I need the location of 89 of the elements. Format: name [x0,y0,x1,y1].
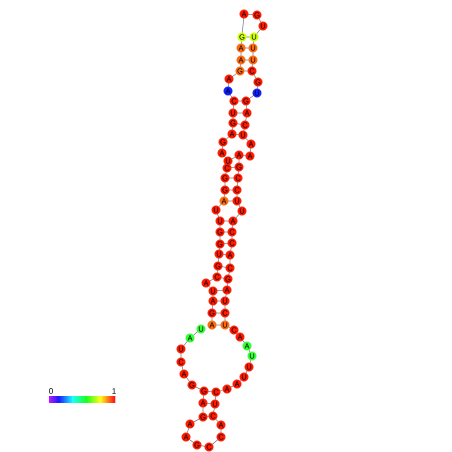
backbone-line [222,146,223,149]
backbone-line [224,305,226,309]
base-pair-line [216,312,221,314]
backbone-line [212,305,213,309]
backbone-line [238,171,239,174]
backbone-line [220,429,222,433]
backbone-line [186,377,190,382]
backbone-line [232,73,237,77]
base-pair-line [228,200,233,202]
backbone-line [220,390,223,392]
backbone-line [196,386,200,390]
base-pair-line [217,300,221,302]
backbone-line [256,29,260,34]
backbone-line [238,159,240,163]
backbone-line [230,247,232,251]
backbone-line [193,332,198,336]
backbone-line [246,105,247,109]
backbone-line [227,163,228,166]
backbone-line [246,117,247,121]
backbone-line [257,86,258,89]
backbone-line [217,214,219,218]
base-pair-line [207,403,211,404]
backbone-line [233,105,234,109]
base-pair-line [208,391,212,392]
base-pair-line [244,70,248,72]
backbone-line [252,52,254,56]
backbone-line [202,407,204,413]
backbone-line [189,439,194,443]
backbone-line [230,386,234,388]
backbone-line [228,83,229,87]
backbone-line [227,283,228,286]
backbone-line [249,95,254,99]
backbone-line [184,341,188,346]
backbone-line [194,418,200,422]
backbone-line [242,18,244,33]
backbone-line [228,272,230,275]
base-pair-line [232,156,236,160]
backbone-line [243,155,246,156]
backbone-line [248,350,250,352]
backbone-line [246,370,248,374]
backbone-line [248,14,253,15]
backbone-line [232,127,233,130]
scale-label: 0 [49,388,53,394]
base-pair-line [238,100,242,102]
backbone-line [224,194,225,197]
backbone-line [201,446,205,447]
backbone-line [238,204,240,208]
backbone-line [218,258,219,262]
base-pair-line [222,266,226,268]
base-pair-line [237,112,243,114]
backbone-line [230,94,232,98]
backbone-line [212,440,218,444]
backbone-line [224,182,226,186]
base-pair-line [236,134,239,135]
backbone-line [240,52,242,56]
backbone-line [250,360,252,363]
backbone-line [254,74,256,78]
base-pair-line [217,290,223,291]
backbone-line [236,194,238,197]
backbone-line [215,396,216,400]
backbone-line [242,340,244,343]
backbone-line [250,148,251,152]
backbone-line [236,214,240,218]
backbone-line [246,138,248,141]
backbone-line [252,64,253,67]
backbone-line [224,317,226,321]
backbone-line [216,419,218,422]
backbone-line [258,18,262,22]
backbone-line [237,182,238,186]
backbone-line [217,270,218,273]
base-pair-line [224,220,229,222]
base-pair-line [216,324,221,326]
scale-label: 1 [112,388,116,394]
backbone-line [241,41,242,44]
backbone-line [203,395,204,399]
base-pair-line [246,36,250,38]
backbone-line [226,136,229,140]
base-pair-line [231,167,235,168]
base-pair-line [223,254,226,255]
backbone-line [232,225,233,228]
backbone-line [218,204,222,207]
backbone-line [180,353,182,358]
backbone-line [182,366,184,370]
base-pair-line [224,243,228,244]
backbone-line [240,64,241,67]
backbone-line [208,286,210,288]
backbone-line [187,428,189,433]
backbone-line [210,278,214,282]
backbone-line [253,41,254,44]
